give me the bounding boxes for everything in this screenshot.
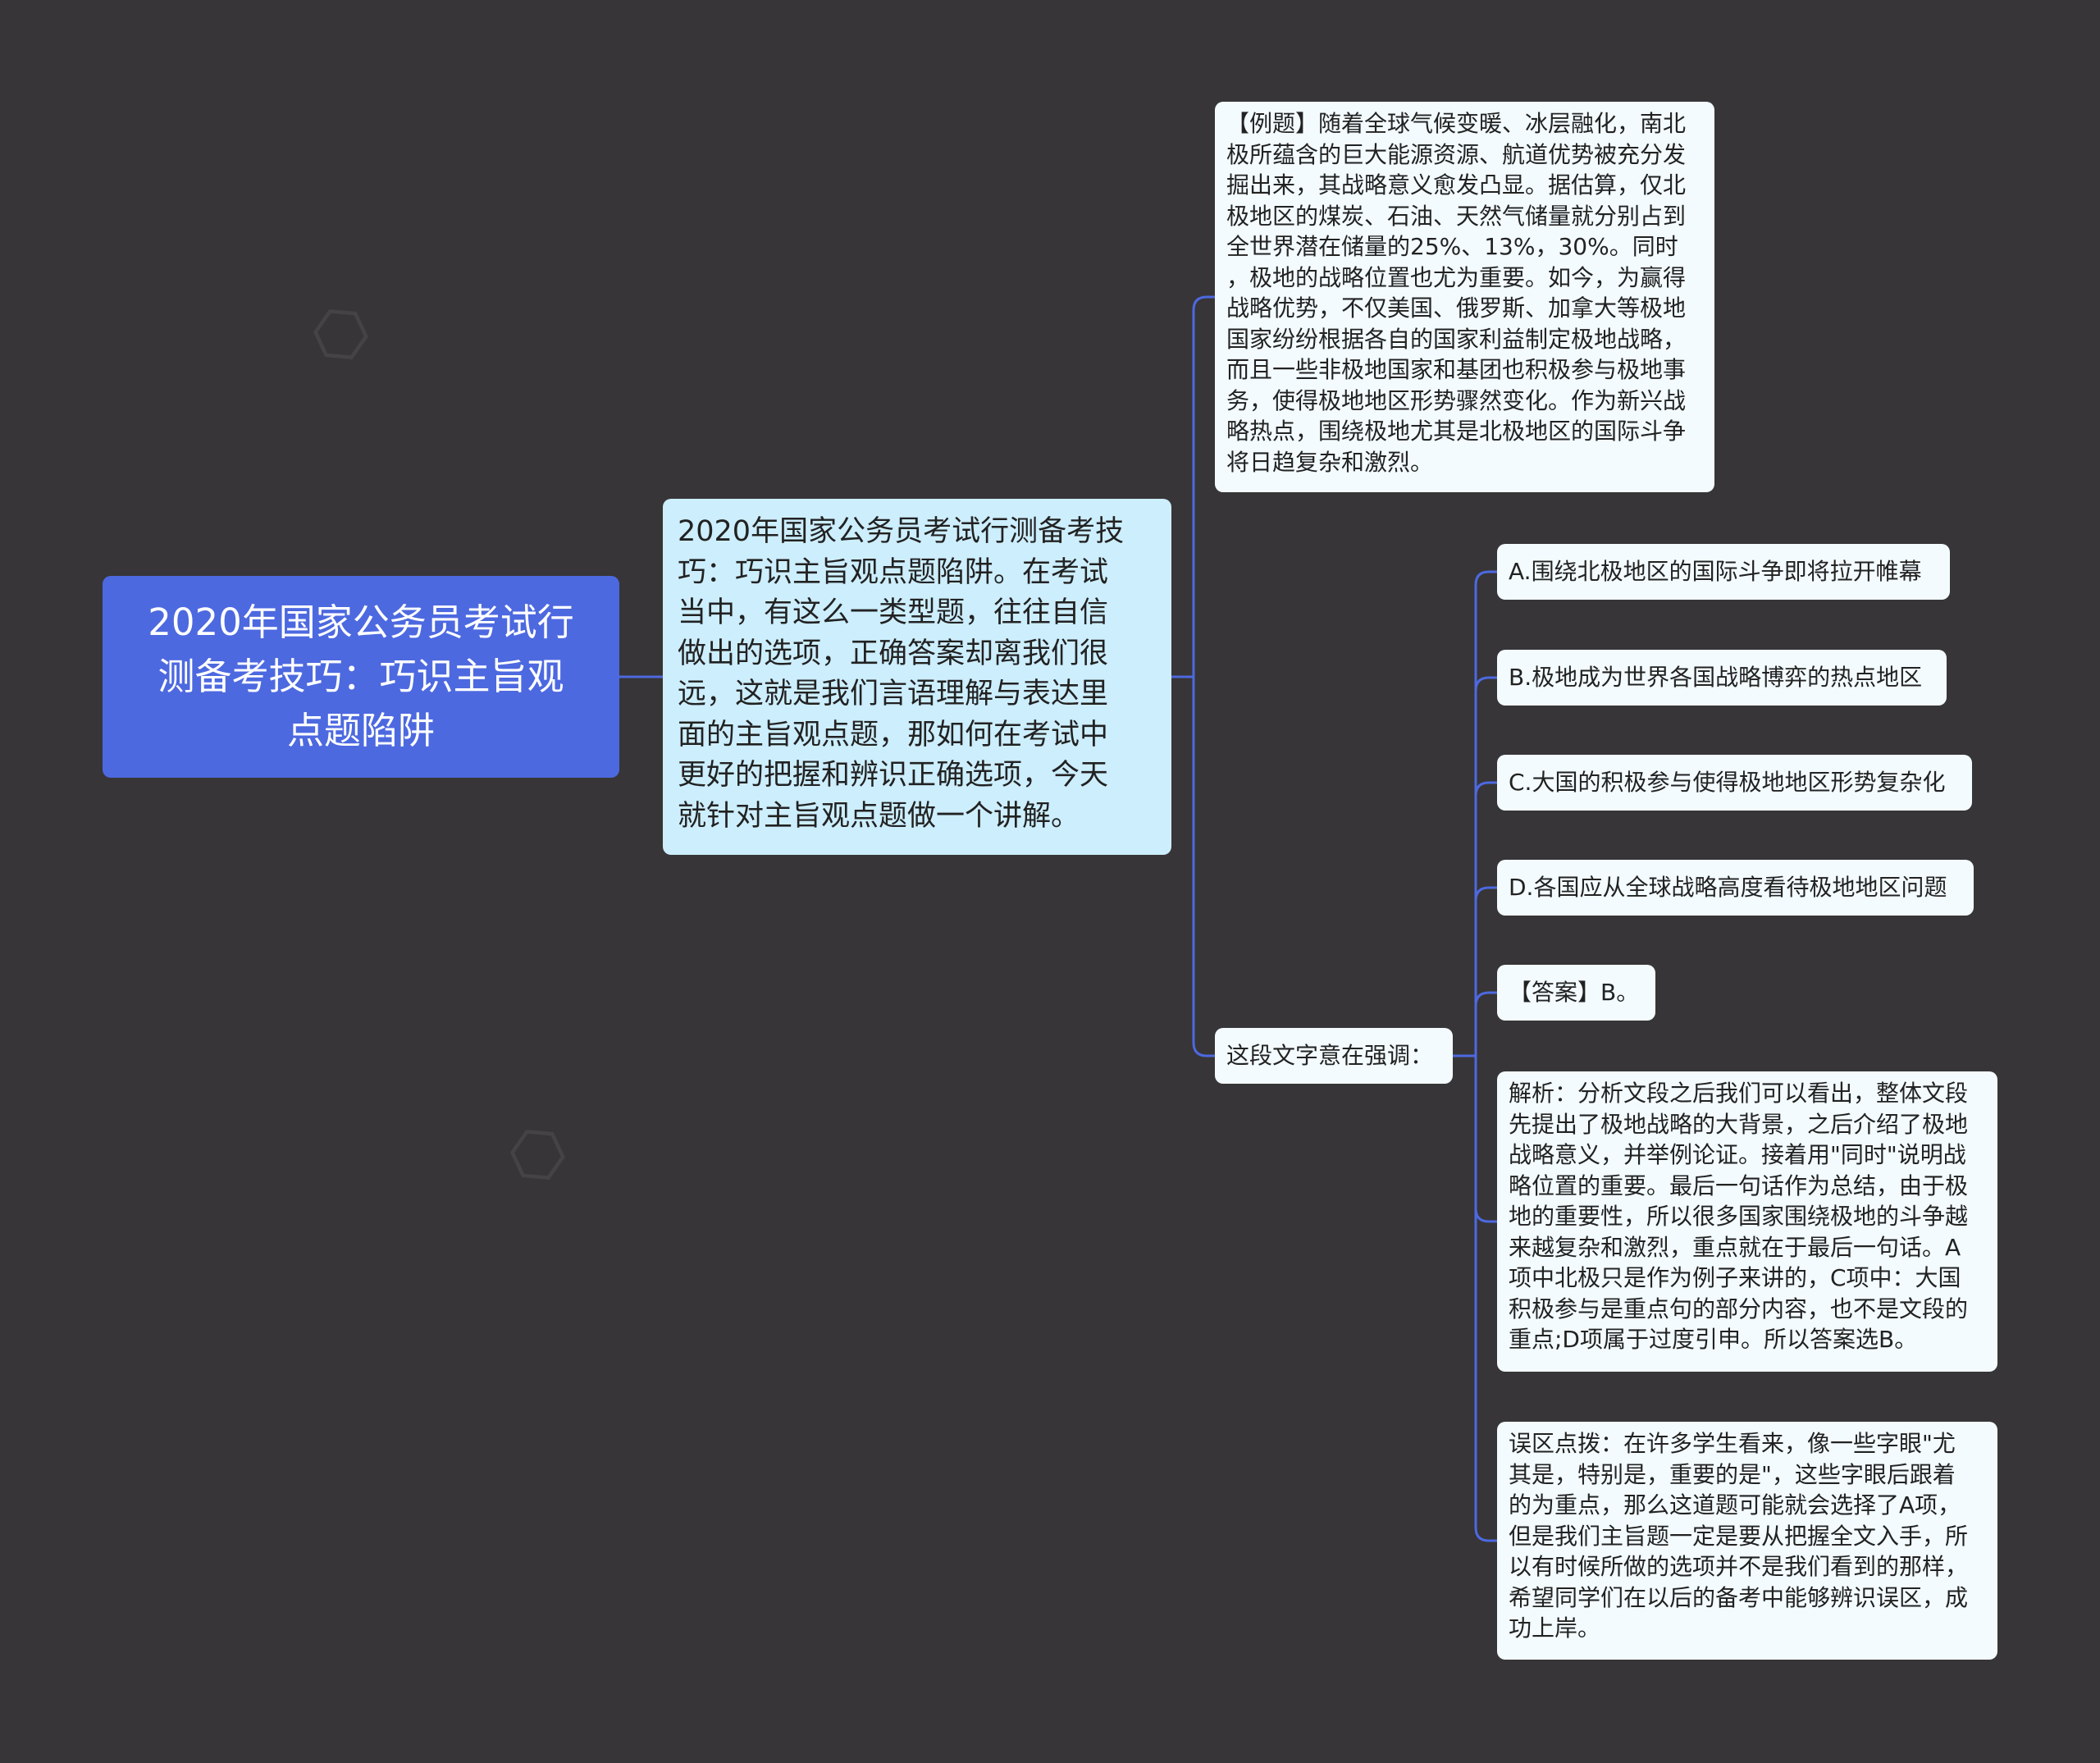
connector-emphasis-answer: [1474, 991, 1499, 1057]
question-node[interactable]: 这段文字意在强调：: [1215, 1028, 1453, 1084]
analysis-node[interactable]: 解析：分析文段之后我们可以看出，整体文段 先提出了极地战略的大背景，之后介绍了极…: [1497, 1071, 1997, 1372]
connector-emphasis-option-c: [1474, 781, 1499, 1057]
pitfall-node[interactable]: 误区点拨：在许多学生看来，像一些字眼"尤 其是，特别是，重要的是"，这些字眼后跟…: [1497, 1422, 1997, 1660]
option-a-text: A.围绕北极地区的国际斗争即将拉开帷幕: [1509, 558, 1922, 586]
connector-emphasis-analysis: [1474, 1054, 1499, 1223]
connector-main-emphasis: [1192, 675, 1217, 1057]
main-topic-node[interactable]: 2020年国家公务员考试行测备考技 巧：巧识主旨观点题陷阱。在考试 当中，有这么…: [663, 499, 1171, 855]
option-b-node[interactable]: B.极地成为世界各国战略博弈的热点地区: [1497, 650, 1947, 706]
connector-emphasis-pitfall: [1474, 1054, 1499, 1542]
example-node[interactable]: 【例题】随着全球气候变暖、冰层融化，南北 极所蕴含的巨大能源资源、航道优势被充分…: [1215, 102, 1714, 492]
answer-node[interactable]: 【答案】B。: [1497, 965, 1655, 1021]
connector-main-example: [1192, 295, 1217, 678]
option-c-node[interactable]: C.大国的积极参与使得极地地区形势复杂化: [1497, 755, 1972, 811]
main-topic-text: 2020年国家公务员考试行测备考技 巧：巧识主旨观点题陷阱。在考试 当中，有这么…: [678, 515, 1125, 833]
option-d-node[interactable]: D.各国应从全球战略高度看待极地地区问题: [1497, 860, 1974, 916]
option-a-node[interactable]: A.围绕北极地区的国际斗争即将拉开帷幕: [1497, 544, 1950, 600]
question-text: 这段文字意在强调：: [1226, 1042, 1434, 1070]
root-node-text: 2020年国家公务员考试行 测备考技巧：巧识主旨观 点题陷阱: [148, 601, 574, 752]
answer-text: 【答案】B。: [1509, 979, 1640, 1007]
example-text: 【例题】随着全球气候变暖、冰层融化，南北 极所蕴含的巨大能源资源、航道优势被充分…: [1226, 110, 1687, 476]
option-b-text: B.极地成为世界各国战略博弈的热点地区: [1509, 664, 1923, 692]
connector-emphasis-option-b: [1474, 676, 1499, 1057]
connector-emphasis-option-d: [1474, 886, 1499, 1057]
option-c-text: C.大国的积极参与使得极地地区形势复杂化: [1509, 769, 1946, 797]
connector-emphasis-option-a: [1474, 570, 1499, 1057]
option-d-text: D.各国应从全球战略高度看待极地地区问题: [1509, 874, 1947, 902]
pitfall-text: 误区点拨：在许多学生看来，像一些字眼"尤 其是，特别是，重要的是"，这些字眼后跟…: [1509, 1430, 1969, 1642]
analysis-text: 解析：分析文段之后我们可以看出，整体文段 先提出了极地战略的大背景，之后介绍了极…: [1509, 1080, 1969, 1353]
root-node[interactable]: 2020年国家公务员考试行 测备考技巧：巧识主旨观 点题陷阱: [103, 576, 619, 778]
